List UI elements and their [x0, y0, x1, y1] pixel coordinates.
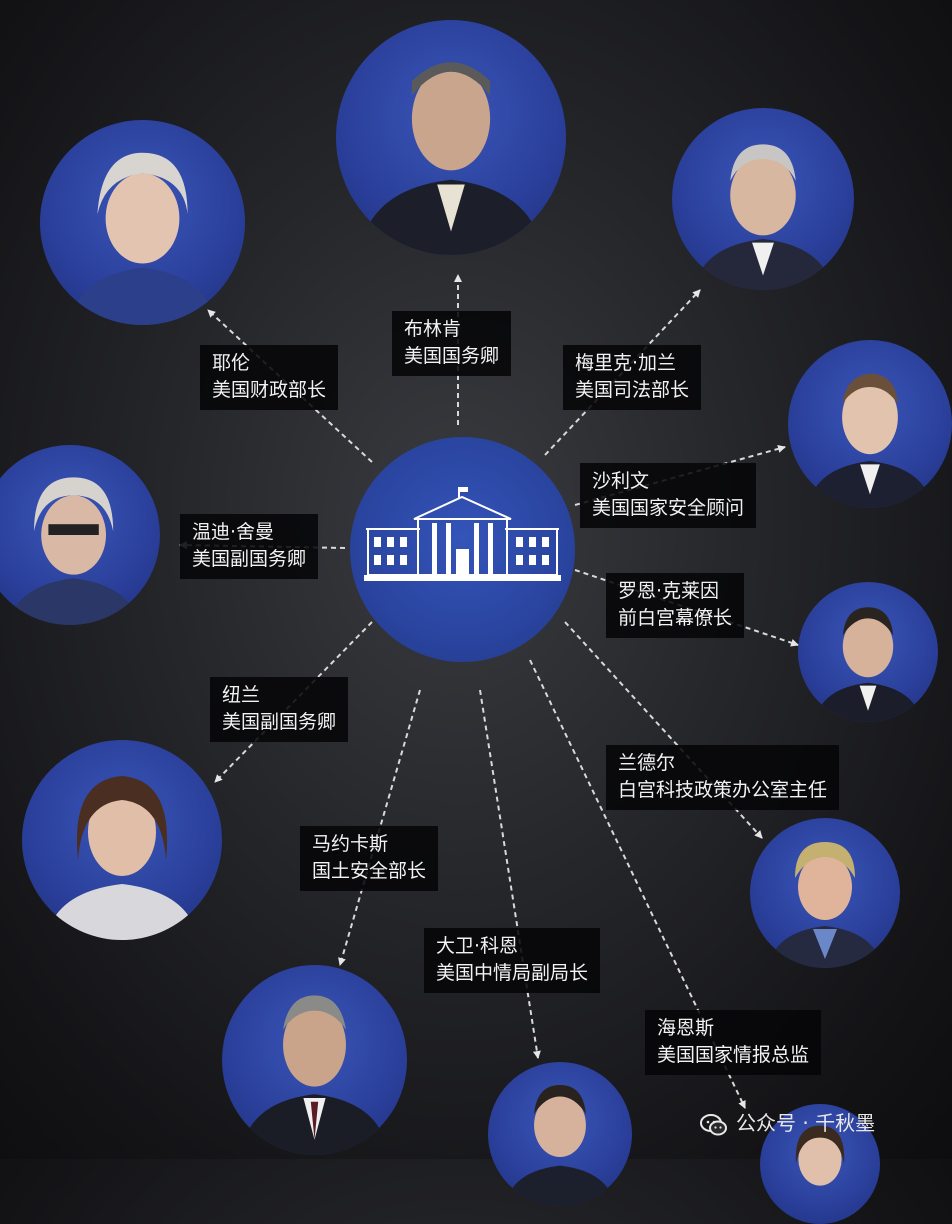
person-name: 布林肯 [404, 318, 462, 340]
watermark: 公众号 · 千秋墨 [700, 1106, 930, 1140]
link-mayorkas [338, 689, 421, 966]
label-yellen: 耶伦 美国财政部长 [200, 345, 339, 410]
link-cohen [479, 689, 541, 1059]
person-name: 梅里克·加兰 [575, 352, 677, 374]
label-lander: 兰德尔 白宫科技政策办公室主任 [606, 745, 840, 810]
person-name: 纽兰 [222, 684, 261, 706]
portrait-blinken [336, 20, 566, 255]
portrait-cohen [488, 1062, 632, 1206]
wechat-icon [700, 1113, 727, 1135]
label-haines: 海恩斯 美国国家情报总监 [645, 1010, 822, 1075]
label-nuland: 纽兰 美国副国务卿 [210, 677, 349, 742]
label-klain: 罗恩·克莱因 前白宫幕僚长 [606, 573, 745, 638]
person-title: 美国国家安全顾问 [592, 497, 745, 519]
portrait-lander [750, 818, 900, 968]
person-title: 美国财政部长 [212, 379, 327, 401]
portrait-klain [798, 582, 938, 722]
person-title: 美国副国务卿 [222, 711, 337, 733]
person-title: 前白宫幕僚长 [618, 607, 733, 629]
white-house-icon [364, 487, 561, 581]
person-title: 白宫科技政策办公室主任 [618, 779, 828, 801]
person-title: 美国副国务卿 [192, 548, 307, 570]
person-name: 罗恩·克莱因 [618, 580, 720, 602]
portrait-sullivan [788, 340, 952, 508]
portrait-sherman [0, 445, 160, 625]
person-name: 马约卡斯 [312, 833, 389, 855]
portrait-nuland [22, 740, 222, 940]
person-name: 大卫·科恩 [436, 935, 519, 957]
label-cohen: 大卫·科恩 美国中情局副局长 [424, 928, 601, 993]
portrait-garland [672, 108, 854, 290]
person-title: 美国国务卿 [404, 345, 500, 367]
label-blinken: 布林肯 美国国务卿 [392, 311, 512, 376]
portrait-yellen [40, 120, 245, 325]
white-house-hub [350, 437, 575, 662]
person-title: 美国中情局副局长 [436, 962, 589, 984]
person-name: 海恩斯 [657, 1017, 715, 1039]
person-title: 美国国家情报总监 [657, 1044, 810, 1066]
label-garland: 梅里克·加兰 美国司法部长 [563, 345, 702, 410]
label-sullivan: 沙利文 美国国家安全顾问 [580, 463, 757, 528]
link-garland [544, 289, 701, 456]
person-name: 兰德尔 [618, 752, 676, 774]
person-name: 耶伦 [212, 352, 251, 374]
person-name: 温迪·舍曼 [192, 521, 275, 543]
person-title: 美国司法部长 [575, 379, 690, 401]
portrait-mayorkas [222, 965, 407, 1155]
person-name: 沙利文 [592, 470, 650, 492]
person-title: 国土安全部长 [312, 860, 427, 882]
label-sherman: 温迪·舍曼 美国副国务卿 [180, 514, 319, 579]
watermark-text: 公众号 · 千秋墨 [736, 1111, 876, 1135]
label-mayorkas: 马约卡斯 国土安全部长 [300, 826, 439, 891]
